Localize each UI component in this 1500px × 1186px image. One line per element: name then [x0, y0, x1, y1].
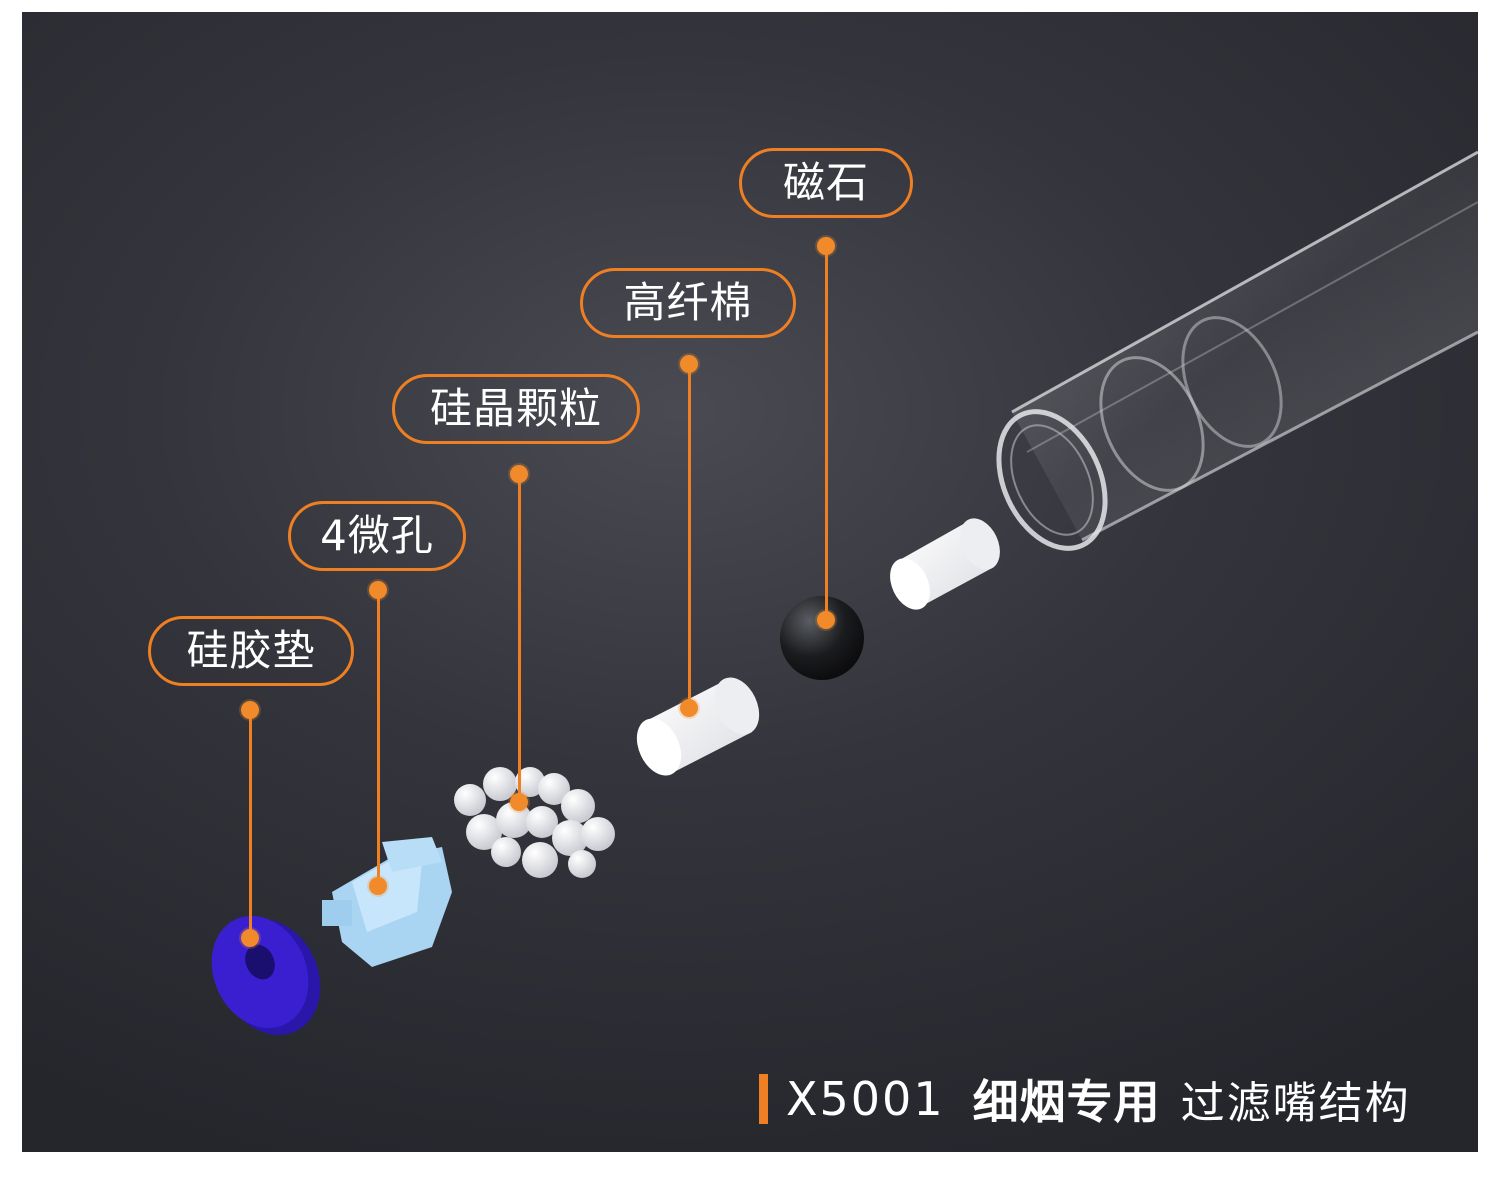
caption-accent-bar: [759, 1074, 768, 1124]
product-illustration: 硅胶垫 4微孔 硅晶颗粒 高纤棉 磁石 X5001 细烟专用 过滤嘴结构: [22, 12, 1478, 1152]
dot-cotton-top: [680, 355, 698, 373]
cotton-plug-front: [636, 677, 760, 776]
leader-silicone-pad: [249, 710, 252, 938]
caption-model: X5001: [786, 1072, 945, 1126]
dot-cotton-part: [680, 699, 698, 717]
glass-tube: [996, 150, 1478, 551]
dot-magnet-part: [817, 611, 835, 629]
leader-cotton: [688, 364, 691, 709]
caption: X5001 细烟专用 过滤嘴结构: [759, 1064, 1411, 1134]
dot-silicone-pad-top: [241, 701, 259, 719]
micro-hole-part: [322, 837, 452, 967]
dot-silicone-pad-part: [241, 929, 259, 947]
callout-silica-particles: 硅晶颗粒: [392, 374, 640, 444]
dot-magnet-top: [817, 237, 835, 255]
dot-micro-holes-top: [369, 581, 387, 599]
filter-parts: [211, 518, 1000, 1036]
dot-silica-part: [510, 793, 528, 811]
leader-magnet: [825, 246, 828, 622]
callout-micro-holes: 4微孔: [288, 501, 466, 571]
dot-silica-top: [510, 465, 528, 483]
caption-rest: 过滤嘴结构: [1180, 1078, 1411, 1129]
dot-micro-holes-part: [369, 877, 387, 895]
magnet-ball: [780, 596, 864, 680]
leader-silica-particles: [518, 474, 521, 804]
leader-micro-holes: [377, 590, 380, 886]
silicone-pad: [211, 915, 321, 1036]
caption-emphasis: 细烟专用: [972, 1075, 1161, 1129]
callout-high-fiber-cotton: 高纤棉: [580, 268, 796, 338]
cotton-plug-rear: [890, 518, 1000, 610]
silica-particles: [454, 767, 615, 878]
callout-silicone-pad: 硅胶垫: [148, 616, 354, 686]
callout-magnet: 磁石: [739, 148, 913, 218]
